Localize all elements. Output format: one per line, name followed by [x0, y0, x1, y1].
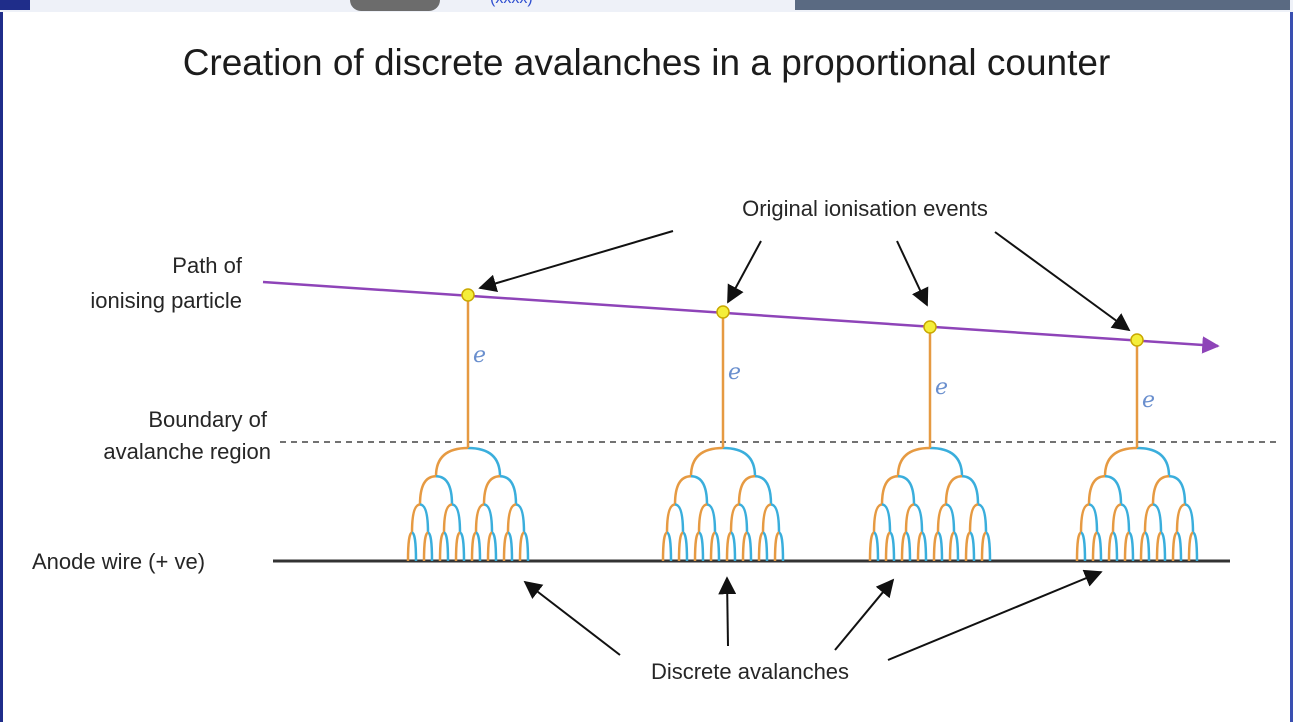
electron-label-2: e	[728, 360, 741, 385]
slide-title: Creation of discrete avalanches in a pro…	[182, 42, 1111, 83]
event-arrow-4	[994, 231, 1131, 332]
avalanche-arrow-1	[523, 580, 621, 656]
avalanche-arrow-3	[834, 578, 895, 651]
event-arrow-3	[896, 240, 929, 307]
slide-frame-left	[0, 12, 3, 722]
label-path-line2: ionising particle	[90, 288, 242, 313]
ionisation-event-1	[461, 288, 475, 302]
ionisation-event-3	[923, 320, 937, 334]
top-header-strip: (xxxx)	[0, 0, 1293, 12]
electron-tracks: e e e e	[466, 295, 1155, 448]
ionisation-event-2	[716, 305, 730, 319]
particle-path-line	[262, 280, 1220, 354]
avalanche-3	[868, 446, 992, 562]
top-partial-text: (xxxx)	[490, 0, 533, 8]
label-boundary-line1: Boundary of	[148, 407, 267, 432]
avalanche-1	[406, 446, 530, 562]
label-boundary-line2: avalanche region	[103, 439, 271, 464]
label-path-line1: Path of	[172, 253, 242, 278]
event-arrow-2	[727, 240, 762, 304]
event-arrow-1	[478, 230, 674, 293]
label-original-events: Original ionisation events	[742, 196, 988, 221]
ionisation-event-4	[1130, 333, 1144, 347]
avalanche-2	[661, 446, 785, 562]
header-photo-strip	[795, 0, 1290, 10]
label-discrete-avalanches: Discrete avalanches	[650, 659, 850, 684]
ionisation-events	[461, 288, 1144, 347]
electron-label-1: e	[473, 343, 486, 368]
logo-fragment	[0, 0, 30, 10]
electron-label-4: e	[1142, 388, 1155, 413]
slide-frame-right	[1290, 12, 1293, 722]
emblem-fragment	[350, 0, 440, 11]
electron-label-3: e	[935, 375, 948, 400]
avalanche-arrow-4	[887, 569, 1103, 661]
label-anode-wire: Anode wire (+ ve)	[32, 549, 206, 574]
avalanche-group	[406, 446, 1199, 562]
avalanche-arrow-2	[718, 576, 737, 647]
avalanche-4	[1075, 446, 1199, 562]
